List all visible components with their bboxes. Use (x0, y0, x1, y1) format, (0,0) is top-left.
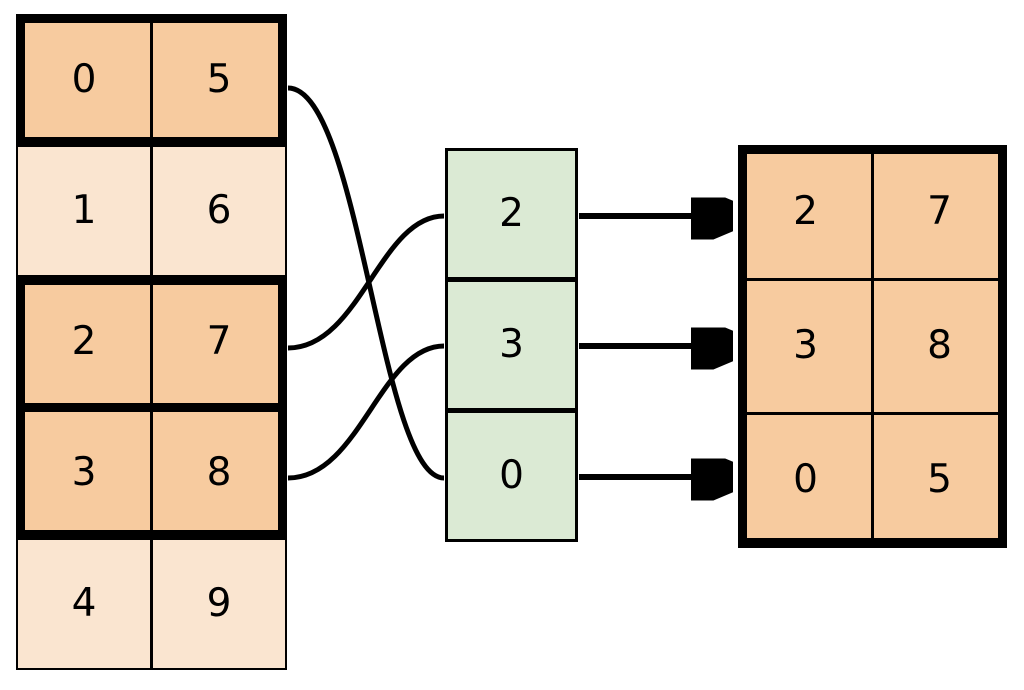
index-cell-0[interactable]: 2 (445, 148, 578, 280)
source-cell-value: 8 (206, 449, 232, 495)
source-cell-value: 3 (71, 449, 97, 495)
curve-row3-to-index1 (287, 343, 445, 481)
source-cell-r0c0[interactable]: 0 (16, 14, 152, 146)
index-cell-1[interactable]: 3 (445, 279, 578, 411)
source-cell-value: 4 (71, 580, 97, 626)
source-cell-r2c1[interactable]: 7 (151, 276, 287, 408)
result-cell-r1c1[interactable]: 8 (872, 279, 1007, 414)
result-cell-r2c0[interactable]: 0 (738, 413, 873, 548)
index-cell-value: 2 (499, 190, 524, 236)
source-cell-r3c1[interactable]: 8 (151, 407, 287, 539)
source-cell-r1c1[interactable]: 6 (151, 145, 287, 277)
result-cell-r1c0[interactable]: 3 (738, 279, 873, 414)
curve-row2-to-index0 (287, 213, 445, 351)
result-cell-r0c0[interactable]: 2 (738, 145, 873, 280)
source-cell-value: 7 (206, 318, 232, 364)
result-cell-value: 5 (927, 457, 952, 502)
index-vector: 2 3 0 (445, 148, 578, 542)
source-cell-r4c0[interactable]: 4 (16, 538, 152, 670)
result-cell-value: 3 (793, 323, 818, 368)
source-cell-value: 5 (206, 56, 232, 102)
index-cell-value: 0 (499, 452, 524, 498)
source-cell-r3c0[interactable]: 3 (16, 407, 152, 539)
selection-outline-rows-2-3-divider (16, 403, 287, 412)
source-cell-value: 6 (206, 187, 232, 233)
source-cell-value: 0 (71, 56, 97, 102)
index-cell-2[interactable]: 0 (445, 410, 578, 542)
result-cell-value: 8 (927, 323, 952, 368)
source-cell-r4c1[interactable]: 9 (151, 538, 287, 670)
result-cell-value: 7 (927, 189, 952, 234)
result-cell-value: 0 (793, 457, 818, 502)
source-cell-value: 9 (206, 580, 232, 626)
result-cell-value: 2 (793, 189, 818, 234)
source-cell-value: 2 (71, 318, 97, 364)
source-cell-value: 1 (71, 187, 97, 233)
index-cell-value: 3 (499, 321, 524, 367)
source-matrix: 0 5 1 6 2 7 3 8 4 9 (16, 14, 287, 674)
